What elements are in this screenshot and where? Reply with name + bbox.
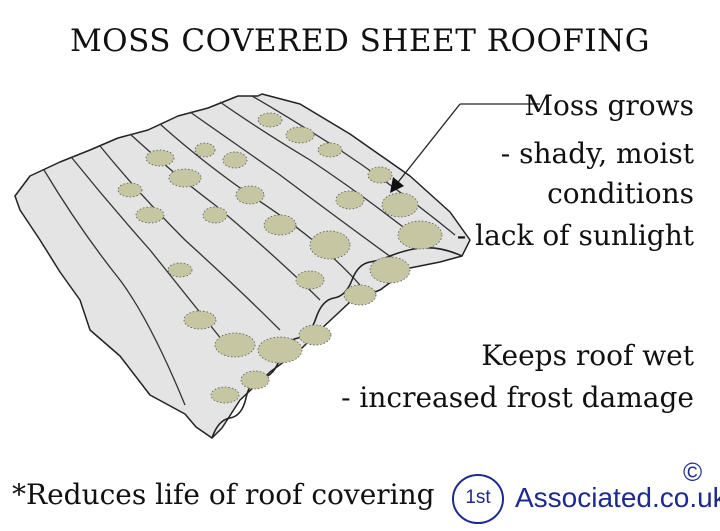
sheet-bottom-edge xyxy=(211,246,463,439)
logo-text: Associated.co.uk xyxy=(515,482,720,513)
wet-annotation-line-1: Keeps roof wet xyxy=(481,339,694,372)
moss-annotation-line-3: conditions xyxy=(547,177,694,210)
moss-patches xyxy=(117,112,443,404)
logo-badge-text: 1st xyxy=(465,487,491,508)
moss-annotation-line-4: - lack of sunlight xyxy=(456,219,694,252)
moss-annotation-line-2: - shady, moist xyxy=(500,137,694,170)
moss-annotation-line-1: Moss grows xyxy=(524,89,694,122)
logo-badge xyxy=(452,474,504,524)
copyright-symbol: © xyxy=(683,457,703,487)
footnote: *Reduces life of roof covering xyxy=(12,478,435,511)
wet-annotation-line-2: - increased frost damage xyxy=(341,381,694,414)
diagram-title: MOSS COVERED SHEET ROOFING xyxy=(69,23,651,59)
annotation-arrow-line xyxy=(394,103,461,187)
annotation-arrowhead xyxy=(390,177,404,193)
